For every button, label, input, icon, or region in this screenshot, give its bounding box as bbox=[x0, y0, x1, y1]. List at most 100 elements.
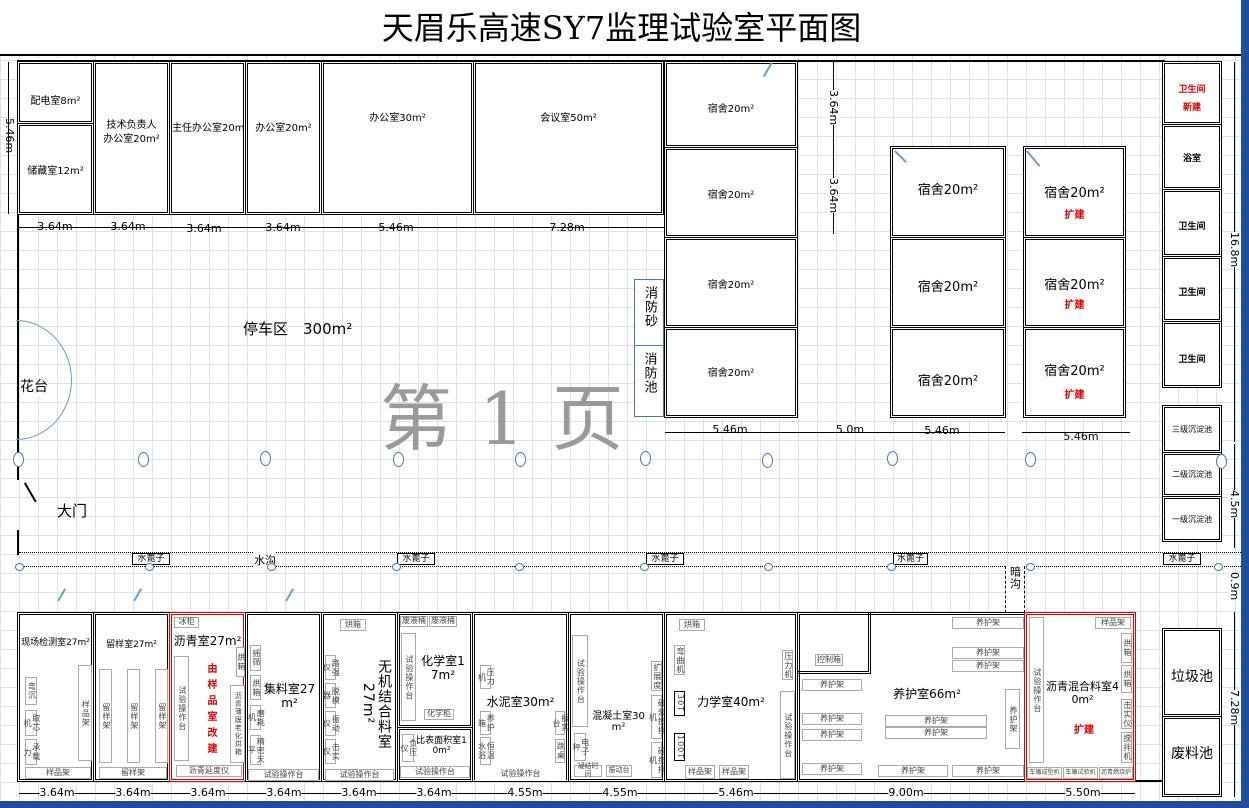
door-swing bbox=[133, 588, 142, 602]
door-swing bbox=[285, 588, 294, 602]
dimension-label: 3.64m bbox=[115, 786, 151, 799]
equipment-item: 恒温水浴 bbox=[478, 737, 495, 765]
expand-note: 扩建 bbox=[1064, 390, 1085, 401]
column-marker bbox=[640, 451, 651, 466]
equipment-item: 试验操作台 bbox=[572, 635, 588, 727]
covered-ditch: 暗沟 bbox=[1005, 566, 1025, 613]
room-dorm: 宿舍20m² bbox=[664, 61, 798, 148]
equipment-item: 试验操作台 bbox=[248, 769, 319, 781]
room-asphalt: 沥青室27m² 冰柜 烘箱 试验操作台 沥青薄膜老化烘箱 沥青延度仪 由样品室改… bbox=[169, 612, 246, 782]
equipment-item: 负压仪 bbox=[400, 734, 418, 762]
room-label: 主任办公室20m² bbox=[172, 123, 249, 134]
dimension-label: 16.8m bbox=[1228, 232, 1241, 268]
column-marker-small bbox=[515, 563, 524, 571]
room-label: 水泥室30m² bbox=[486, 695, 555, 709]
equipment-item: 试验操作台 bbox=[400, 766, 470, 778]
dimension-label: 5.50m bbox=[1065, 786, 1101, 799]
equipment-item: 凝结时间 bbox=[574, 762, 602, 778]
room-label: 卫生间 bbox=[1178, 222, 1206, 232]
room-toilet-new: 卫生间新建 bbox=[1162, 61, 1222, 125]
room-tech-office: 技术负责人办公室20m² bbox=[93, 61, 170, 215]
equipment-item: 弯曲机 bbox=[674, 645, 685, 675]
room-toilet: 卫生间 bbox=[1162, 189, 1222, 257]
room-toilet: 卫生间 bbox=[1162, 321, 1222, 388]
drain-grate: 水篦子 bbox=[646, 553, 684, 565]
drain-grate: 水篦子 bbox=[1163, 553, 1201, 565]
equipment-item: 沥青燃烧炉 bbox=[1099, 767, 1133, 779]
room-label: 废料池 bbox=[1171, 746, 1213, 762]
equipment-item: 试验操作台 bbox=[1029, 617, 1044, 763]
equipment-item: 振动台 bbox=[606, 765, 632, 777]
dimension-label: 3.64m bbox=[266, 786, 302, 799]
equipment-item: 样品架 bbox=[1095, 617, 1131, 629]
outer-wall-left bbox=[17, 60, 19, 480]
flower-bed-label: 花台 bbox=[20, 376, 48, 396]
dimension-label: 3.64m bbox=[265, 221, 301, 234]
room-label: 宿舍20m² bbox=[707, 104, 755, 115]
room-chemistry: 化学室17m² 废液桶 废液桶 试验操作台 化学柜 bbox=[397, 612, 473, 728]
room-label: 技术负责人 bbox=[106, 120, 157, 131]
dimension-label: 7.28m bbox=[1228, 690, 1241, 726]
equipment-item: 废液桶 bbox=[429, 616, 457, 627]
equipment-item: 留样架 bbox=[155, 669, 168, 763]
room-label: 宿舍20m² bbox=[707, 368, 755, 379]
dimension-label: 3.64m bbox=[827, 178, 840, 214]
dimension-label: 9.00m bbox=[888, 786, 924, 799]
curing-rack: 养护架 bbox=[802, 729, 862, 741]
equipment-item: 烘箱 bbox=[250, 675, 261, 700]
room-concrete: 混凝土室30m² 试验操作台 电子秤 凝结时间 振动台 扩展度 砂浆搅拌机 砼搅… bbox=[568, 612, 666, 782]
room-label: 会议室50m² bbox=[540, 113, 597, 124]
room-curing: 养护室66m² 控制箱 养护架 养护架 养护架 养护架 养护架 养护架 养护架 … bbox=[797, 612, 1027, 782]
room-label: 办公室30m² bbox=[369, 113, 426, 124]
column-marker-small bbox=[267, 563, 276, 571]
column-marker-small bbox=[1026, 563, 1035, 571]
equipment-item: 试验操作台 bbox=[174, 656, 189, 761]
covered-ditch-label: 暗沟 bbox=[1008, 566, 1022, 590]
gate-label[interactable]: 大门 bbox=[57, 502, 88, 520]
curing-rack: 养护架 bbox=[802, 763, 862, 775]
garbage-pool: 垃圾池 bbox=[1162, 628, 1222, 717]
equipment-item: 烘箱 bbox=[236, 647, 246, 677]
room-label: 宿舍20m² bbox=[707, 280, 755, 291]
curing-rack: 养护架 bbox=[885, 727, 987, 739]
equipment-item: 烘箱 bbox=[679, 619, 705, 631]
dimension-label: 3.64m bbox=[190, 786, 226, 799]
column-marker-small bbox=[764, 563, 773, 571]
window-frame-right bbox=[1241, 0, 1249, 808]
equipment-item: 烘箱 bbox=[340, 619, 366, 631]
equipment-item: 冰柜 bbox=[174, 617, 199, 628]
equipment-item: 样品架 bbox=[25, 767, 91, 779]
room-cement: 水泥室30m² 压力机 养护箱 恒温水浴 振实台 跳桌 试验操作台 bbox=[472, 612, 570, 782]
room-storage: 储藏室12m² bbox=[17, 123, 94, 215]
room-label: 宿舍20m² bbox=[707, 190, 755, 201]
column-marker bbox=[1025, 452, 1036, 467]
column-marker-small bbox=[1214, 563, 1223, 571]
equipment-item: 振实台 bbox=[552, 711, 570, 735]
gate-door[interactable] bbox=[24, 482, 37, 503]
equipment-item: 压力机 bbox=[782, 650, 793, 680]
equipment-item: 样品架 bbox=[719, 765, 749, 779]
equipment-item: 弯沉 bbox=[25, 677, 37, 705]
column-marker-small bbox=[392, 563, 401, 571]
room-label: 沥青混合料室40m² bbox=[1046, 680, 1119, 706]
tank-3: 三级沉淀池 bbox=[1162, 405, 1222, 453]
room-meeting: 会议室50m² bbox=[473, 61, 664, 215]
dimension-label: 5.46m bbox=[1063, 430, 1099, 443]
room-office-20: 办公室20m² bbox=[245, 61, 322, 215]
room-office-30: 办公室30m² bbox=[321, 61, 474, 215]
equipment-item: 击实仪 bbox=[1121, 699, 1132, 729]
column-marker bbox=[260, 451, 271, 466]
expand-note: 扩建 bbox=[1074, 725, 1094, 736]
expand-note: 扩建 bbox=[1064, 210, 1085, 221]
column-marker-small bbox=[15, 563, 24, 571]
curing-rack: 养护架 bbox=[952, 765, 1024, 777]
room-mechanics: 力学室40m² 烘箱 弯曲机 30T 100T 压力机 试验操作台 样品架 样品… bbox=[664, 612, 798, 782]
room-label: 卫生间 bbox=[1178, 85, 1206, 95]
room-label: 现场检测室27m² bbox=[21, 638, 90, 648]
equipment-item: 烘箱 bbox=[1121, 665, 1132, 693]
room-aggregate: 集料室27m² 摇筛 烘箱 磨耗机 精密天平 试验操作台 bbox=[245, 612, 322, 782]
dimension-label: 5.0m bbox=[835, 423, 865, 436]
equipment-item: 100T bbox=[674, 733, 685, 761]
column-marker-small bbox=[640, 563, 649, 571]
tank-1: 一级沉淀池 bbox=[1162, 496, 1222, 542]
